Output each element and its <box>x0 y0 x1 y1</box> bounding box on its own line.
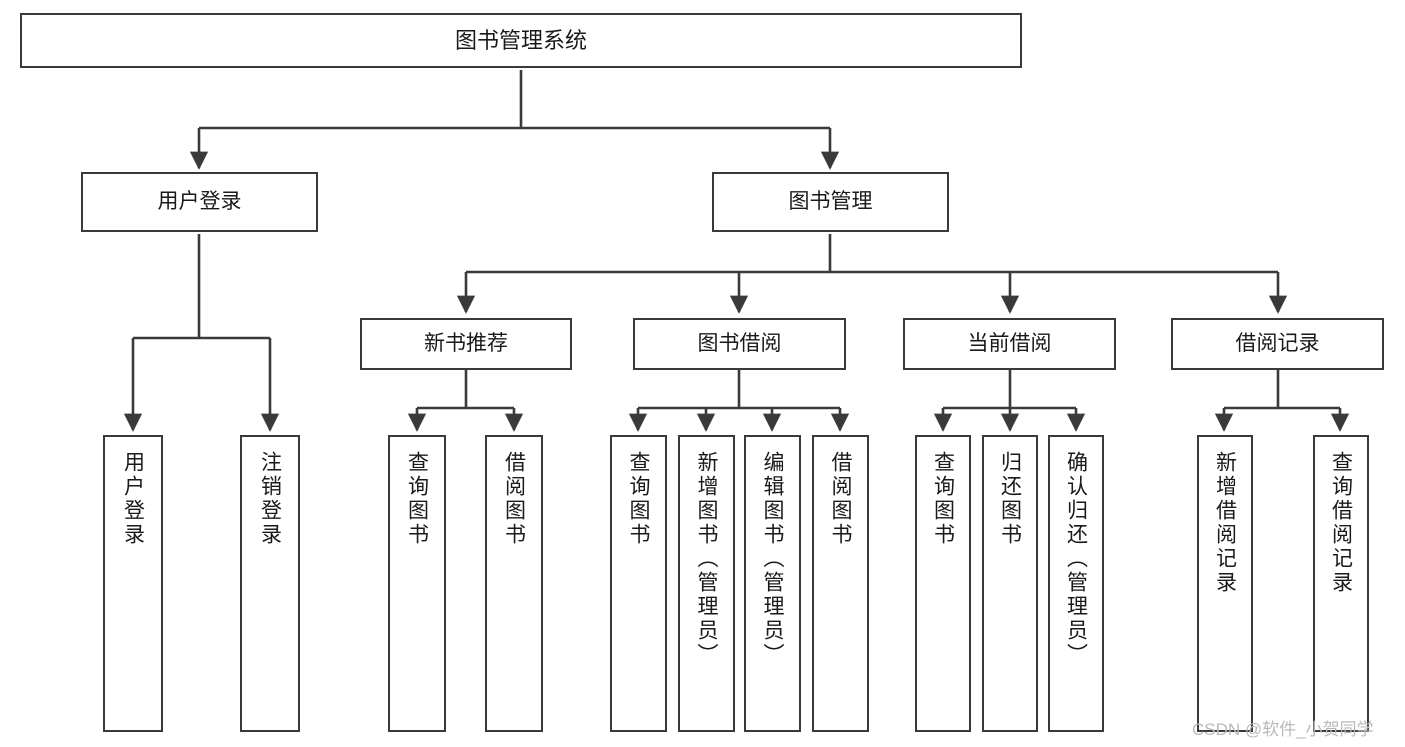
node-current-borrow-label: 当前借阅 <box>967 331 1052 355</box>
node-leaf-current-query[interactable]: 查询图书 <box>915 435 971 732</box>
node-new-book-recommend[interactable]: 新书推荐 <box>360 318 572 370</box>
node-leaf-newbook-borrow-label: 借阅图书 <box>502 451 526 547</box>
node-leaf-borrow-book-label: 借阅图书 <box>829 451 852 547</box>
node-book-management-label: 图书管理 <box>788 189 873 213</box>
node-borrow-record-label: 借阅记录 <box>1235 331 1320 355</box>
node-user-login[interactable]: 用户登录 <box>81 172 318 232</box>
node-root-system[interactable]: 图书管理系统 <box>20 13 1022 68</box>
node-leaf-logout-label: 注销登录 <box>258 451 282 547</box>
node-leaf-newbook-query[interactable]: 查询图书 <box>388 435 446 732</box>
node-root-system-label: 图书管理系统 <box>454 27 587 53</box>
node-leaf-user-login[interactable]: 用户登录 <box>103 435 163 732</box>
node-leaf-return-book-label: 归还图书 <box>998 451 1022 547</box>
node-leaf-newbook-query-label: 查询图书 <box>405 451 429 547</box>
node-leaf-newbook-borrow[interactable]: 借阅图书 <box>485 435 543 732</box>
node-leaf-current-query-label: 查询图书 <box>931 451 955 547</box>
node-book-borrow-label: 图书借阅 <box>697 331 782 355</box>
node-leaf-edit-book-label: 编辑图书（管理员） <box>761 451 784 667</box>
node-book-borrow[interactable]: 图书借阅 <box>633 318 846 370</box>
node-current-borrow[interactable]: 当前借阅 <box>903 318 1116 370</box>
node-leaf-query-record[interactable]: 查询借阅记录 <box>1313 435 1369 732</box>
node-leaf-add-record[interactable]: 新增借阅记录 <box>1197 435 1253 732</box>
node-book-management[interactable]: 图书管理 <box>712 172 949 232</box>
node-new-book-recommend-label: 新书推荐 <box>424 331 508 355</box>
node-leaf-query-record-label: 查询借阅记录 <box>1329 451 1353 595</box>
node-leaf-add-book-label: 新增图书（管理员） <box>695 451 718 667</box>
node-leaf-add-book[interactable]: 新增图书（管理员） <box>678 435 735 732</box>
node-leaf-borrow-query-label: 查询图书 <box>627 451 650 547</box>
node-leaf-add-record-label: 新增借阅记录 <box>1213 451 1237 595</box>
node-leaf-borrow-query[interactable]: 查询图书 <box>610 435 667 732</box>
node-borrow-record[interactable]: 借阅记录 <box>1171 318 1384 370</box>
node-leaf-confirm-return[interactable]: 确认归还（管理员） <box>1048 435 1104 732</box>
node-leaf-edit-book[interactable]: 编辑图书（管理员） <box>744 435 801 732</box>
node-leaf-logout[interactable]: 注销登录 <box>240 435 300 732</box>
node-leaf-confirm-return-label: 确认归还（管理员） <box>1064 451 1088 667</box>
node-leaf-borrow-book[interactable]: 借阅图书 <box>812 435 869 732</box>
node-leaf-return-book[interactable]: 归还图书 <box>982 435 1038 732</box>
node-leaf-user-login-label: 用户登录 <box>121 451 145 547</box>
node-user-login-label: 用户登录 <box>157 189 242 213</box>
csdn-watermark: CSDN @软件_小贺同学 <box>1192 720 1374 739</box>
